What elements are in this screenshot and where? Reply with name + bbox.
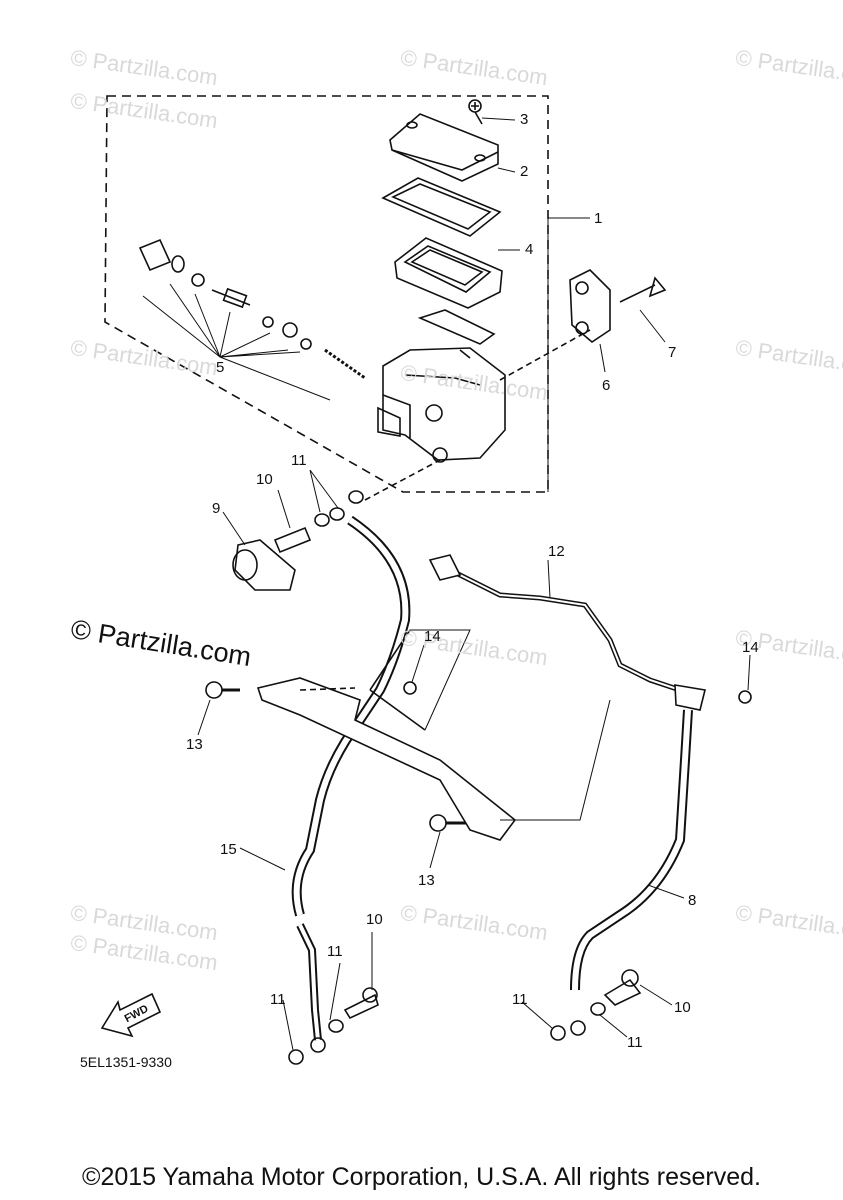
callout-8: 8 (688, 892, 697, 909)
callout-10-right: 10 (674, 999, 691, 1016)
gasket-plate (417, 309, 496, 345)
callout-7: 7 (668, 344, 677, 361)
callout-14-right: 14 (742, 639, 759, 656)
callout-10-top: 10 (256, 471, 273, 488)
callout-14-mid: 14 (424, 628, 441, 645)
reservoir-cap (389, 113, 499, 182)
master-cylinder-body (377, 347, 506, 463)
callout-11-lower-a: 11 (327, 943, 343, 960)
diaphragm (394, 237, 503, 309)
fwd-arrow (100, 992, 162, 1038)
diaphragm-plate (381, 177, 502, 237)
bolt-13-left (205, 681, 240, 699)
nut-14-left (403, 681, 417, 695)
callout-2: 2 (520, 163, 529, 180)
boot-cap (232, 539, 296, 591)
callout-11-lower-c: 11 (512, 991, 528, 1008)
callout-13-left: 13 (186, 736, 203, 753)
callout-15: 15 (220, 841, 237, 858)
holder-bolt (619, 276, 667, 303)
cap-screw (468, 99, 483, 125)
callout-4: 4 (525, 241, 534, 258)
callout-10-left: 10 (366, 911, 383, 928)
callout-9: 9 (212, 500, 221, 517)
callout-11-top: 11 (291, 452, 307, 469)
union-bolt-top (273, 526, 312, 554)
callout-11-lower-d: 11 (627, 1034, 643, 1051)
brake-hose-8 (570, 709, 693, 991)
callout-13-mid: 13 (418, 872, 435, 889)
copyright-notice: ©2015 Yamaha Motor Corporation, U.S.A. A… (82, 1163, 761, 1191)
callout-12: 12 (548, 543, 565, 560)
piston-kit (138, 238, 366, 380)
callout-1: 1 (594, 210, 603, 227)
callout-5: 5 (216, 359, 225, 376)
diagram-code: 5EL1351-9330 (80, 1054, 172, 1070)
callout-11-lower-b: 11 (270, 991, 286, 1008)
holder-bracket (569, 269, 611, 344)
callout-3: 3 (520, 111, 529, 128)
washers-top (314, 490, 364, 527)
assembly-boundary (104, 95, 549, 493)
bolt-13-mid (429, 814, 466, 832)
callout-6: 6 (602, 377, 611, 394)
